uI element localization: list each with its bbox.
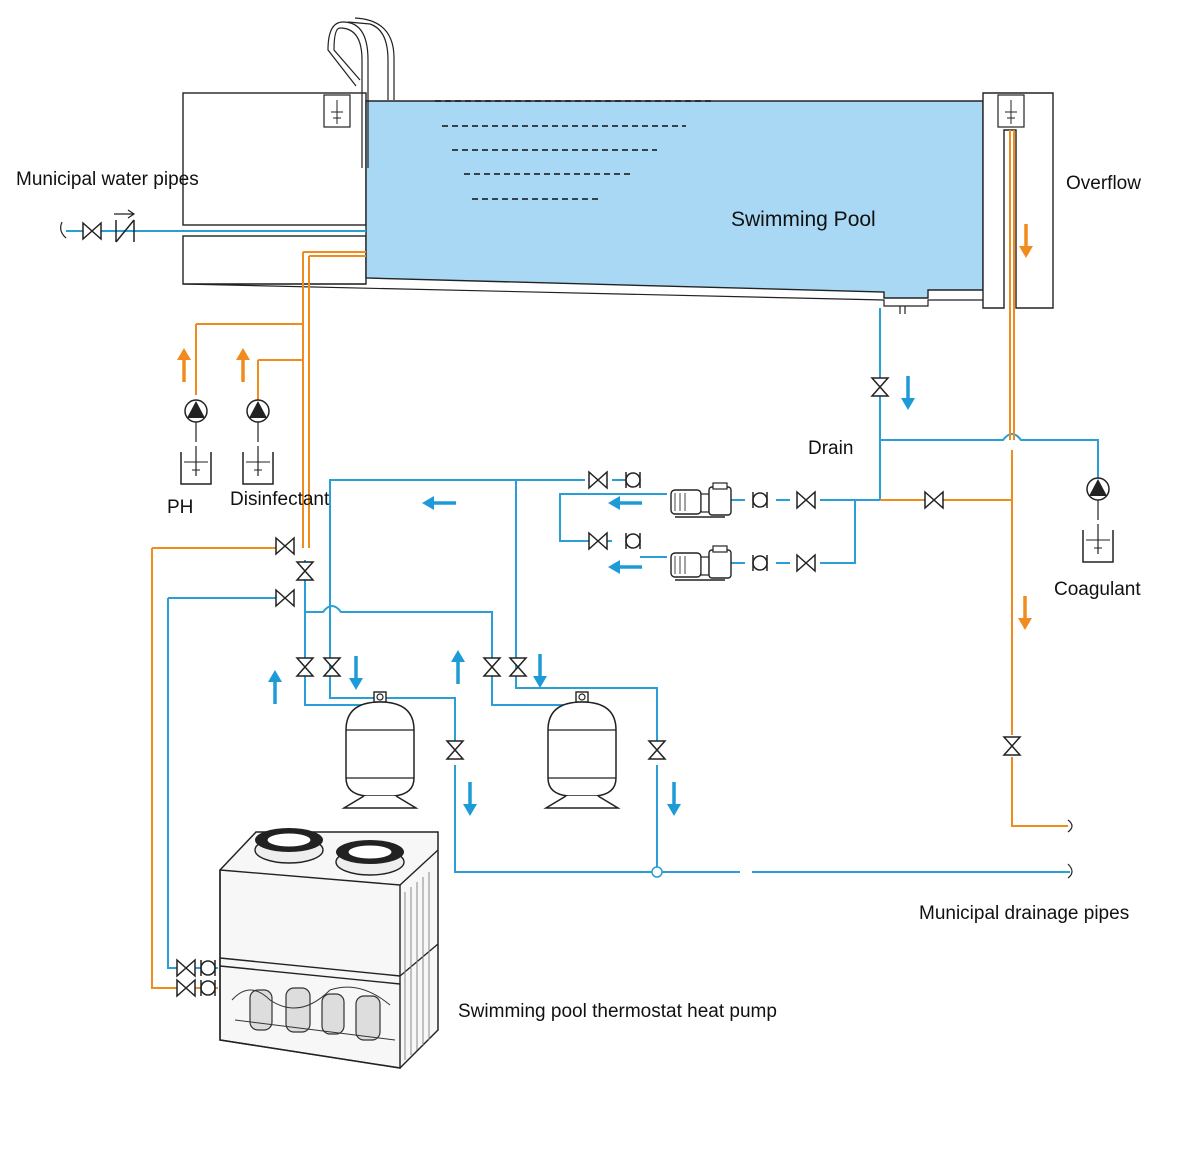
disinfectant-dosing — [242, 399, 274, 485]
label-overflow: Overflow — [1066, 173, 1141, 194]
pool-structure — [182, 17, 1054, 314]
valves — [82, 209, 1021, 997]
circulation-pump-2 — [670, 545, 732, 581]
level-sensor-right — [997, 94, 1025, 128]
heat-pump-unit-icon — [219, 828, 439, 1069]
label-drain: Drain — [808, 438, 853, 459]
labels: Municipal water pipes Overflow Swimming … — [16, 169, 1141, 1022]
sand-filter-1 — [343, 691, 417, 809]
water-pipes — [66, 230, 1099, 969]
pool-ladder — [333, 27, 363, 168]
pool-water — [365, 100, 984, 299]
label-municipal-water: Municipal water pipes — [16, 169, 199, 190]
circulation-pump-1 — [670, 482, 732, 518]
label-heat-pump: Swimming pool thermostat heat pump — [458, 1001, 777, 1022]
check-valve-icon — [114, 209, 136, 243]
label-disinfectant: Disinfectant — [230, 489, 330, 510]
coagulant-dosing — [1082, 477, 1114, 563]
sand-filter-2 — [545, 691, 619, 809]
label-ph: PH — [167, 497, 193, 518]
ph-dosing — [180, 399, 212, 485]
label-municipal-drainage: Municipal drainage pipes — [919, 903, 1129, 924]
label-swimming-pool: Swimming Pool — [731, 208, 876, 231]
level-sensor-left — [323, 94, 351, 128]
warm-water-pipes — [151, 130, 1068, 989]
label-coagulant: Coagulant — [1054, 579, 1141, 600]
